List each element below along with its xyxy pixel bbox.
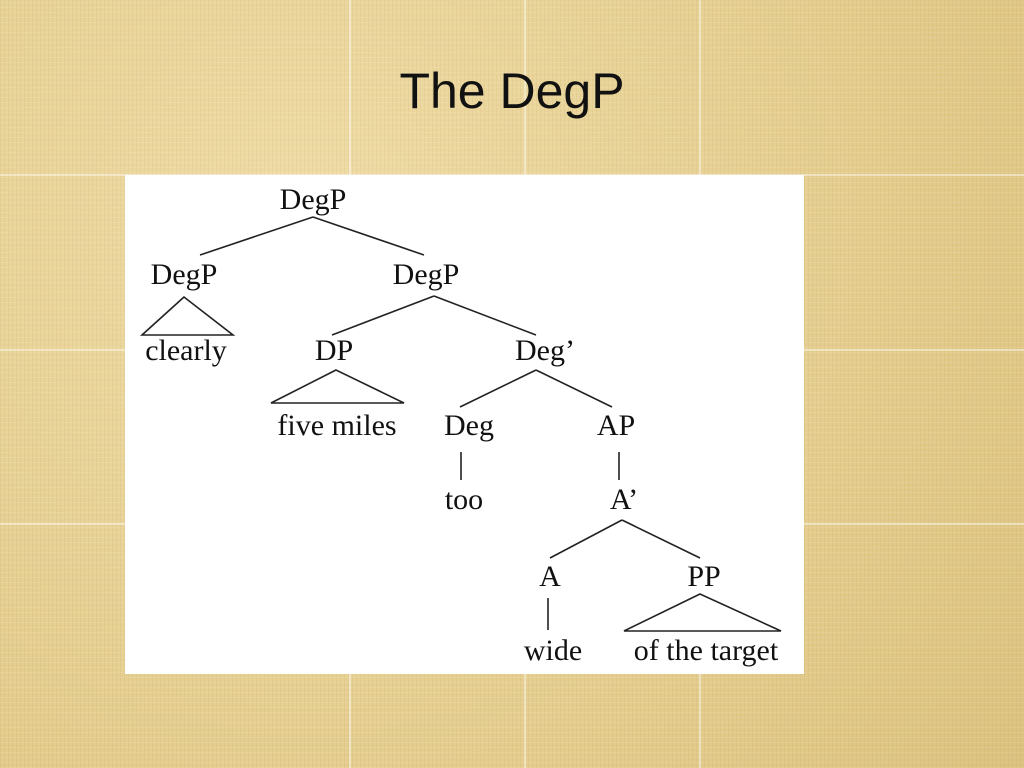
node-deg: Deg [444, 409, 494, 442]
node-dp: DP [315, 334, 353, 367]
edge-root-right [312, 216, 425, 256]
node-five-miles: five miles [277, 409, 396, 442]
edge-degp-dp [331, 295, 435, 336]
node-root-degp: DegP [280, 183, 347, 216]
node-degp-left: DegP [151, 258, 218, 291]
edge-degbar-ap [535, 369, 613, 408]
edge-abar-pp [621, 519, 701, 559]
slide-title: The DegP [399, 63, 625, 119]
node-a: A [539, 560, 561, 593]
syntax-tree: DegP DegP clearly DegP DP five miles Deg… [139, 183, 782, 667]
triangle-of-the-target [623, 593, 782, 632]
syntax-tree-panel: DegP DegP clearly DegP DP five miles Deg… [125, 175, 804, 674]
edge-degbar-deg [459, 369, 537, 408]
triangle-five-miles [270, 369, 405, 404]
edge-abar-a [549, 519, 623, 559]
node-too: too [445, 483, 483, 516]
node-a-bar: A’ [610, 483, 638, 516]
node-of-the-target: of the target [634, 634, 779, 667]
node-pp: PP [687, 560, 720, 593]
node-clearly: clearly [145, 334, 227, 367]
node-degp-right: DegP [393, 258, 460, 291]
node-wide: wide [524, 634, 582, 667]
edge-degp-degbar [433, 295, 537, 336]
node-deg-bar: Deg’ [515, 334, 575, 367]
node-ap: AP [597, 409, 635, 442]
triangle-clearly [139, 295, 236, 336]
edge-root-left [199, 216, 314, 256]
